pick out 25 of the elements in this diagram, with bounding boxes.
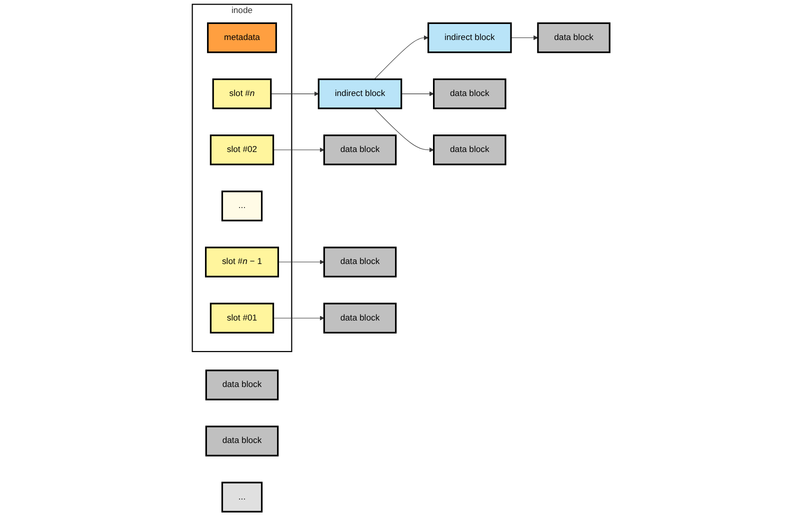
node-box: data block	[322, 134, 396, 166]
arrow	[373, 35, 428, 80]
node-box: data block	[536, 22, 610, 54]
arrow	[270, 91, 318, 96]
node-box: slot #n	[212, 78, 272, 110]
node-box: slot #01	[209, 302, 274, 334]
node-box: slot #n − 1	[204, 246, 279, 278]
node-box: data block	[432, 78, 506, 110]
arrow	[373, 108, 434, 152]
node-box: indirect block	[317, 78, 402, 110]
node-box: ...	[220, 190, 262, 222]
node-box: slot #02	[209, 134, 274, 166]
arrow	[277, 260, 324, 264]
arrow	[272, 148, 324, 152]
node-box: data block	[204, 370, 278, 400]
node-box: data block	[204, 426, 278, 456]
node-box: data block	[432, 134, 506, 166]
arrow	[272, 316, 324, 320]
arrow	[400, 91, 434, 96]
node-box: data block	[322, 246, 396, 278]
node-box: indirect block	[427, 22, 512, 54]
node-box: metadata	[206, 22, 276, 54]
node-box: data block	[322, 302, 396, 334]
arrow	[510, 35, 538, 40]
node-box: ...	[220, 482, 262, 512]
